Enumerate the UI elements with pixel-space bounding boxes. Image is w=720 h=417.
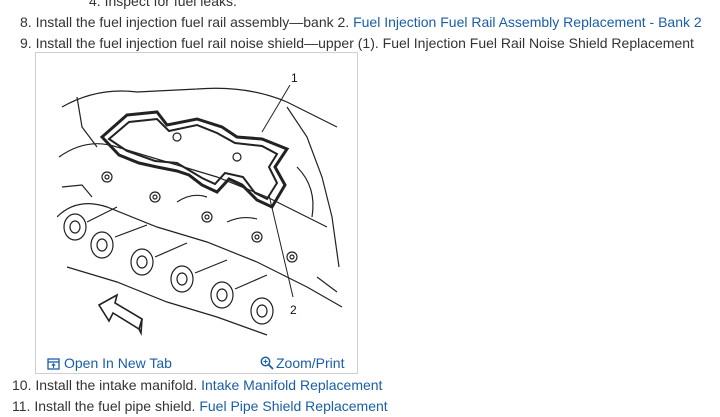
engine-line-drawing — [57, 84, 343, 336]
zoom-print-label: Zoom/Print — [276, 355, 345, 371]
step-number: 8. — [20, 14, 32, 30]
step-8: 8. Install the fuel injection fuel rail … — [20, 14, 702, 31]
step-text: Install the fuel pipe shield. — [34, 398, 200, 414]
step-4: 4. Inspect for fuel leaks. — [89, 0, 237, 10]
open-new-tab-icon — [47, 356, 60, 374]
step-11: 11. Install the fuel pipe shield. Fuel P… — [12, 398, 388, 415]
fuel-pipe-shield-link[interactable]: Fuel Pipe Shield Replacement — [199, 398, 388, 414]
open-in-new-tab-button[interactable]: Open In New Tab — [47, 354, 172, 374]
engine-illustration: 1 2 — [57, 67, 345, 347]
step-text: Install the fuel injection fuel rail noi… — [35, 35, 694, 51]
step-10: 10. Install the intake manifold. Intake … — [12, 377, 382, 394]
step-number: 10. — [12, 377, 32, 393]
callout-1: 1 — [291, 71, 298, 85]
zoom-magnifier-icon — [260, 356, 274, 374]
step-number: 11. — [12, 398, 31, 414]
step-9: 9. Install the fuel injection fuel rail … — [20, 35, 694, 52]
open-in-new-tab-label: Open In New Tab — [64, 355, 172, 371]
step-text: Install the intake manifold. — [35, 377, 202, 393]
figure-actions: Open In New Tab Zoom/Print — [36, 352, 357, 374]
step-text: Inspect for fuel leaks. — [104, 0, 237, 9]
step-text: Install the fuel injection fuel rail ass… — [35, 14, 354, 30]
step-number: 4. — [89, 0, 101, 9]
fuel-rail-bank2-link[interactable]: Fuel Injection Fuel Rail Assembly Replac… — [353, 14, 702, 30]
intake-manifold-link[interactable]: Intake Manifold Replacement — [201, 377, 383, 393]
callout-2: 2 — [290, 303, 297, 317]
zoom-print-button[interactable]: Zoom/Print — [260, 354, 344, 374]
step-number: 9. — [20, 35, 32, 51]
figure-container: 1 2 Open In New Tab Zoom/Print — [35, 52, 358, 374]
